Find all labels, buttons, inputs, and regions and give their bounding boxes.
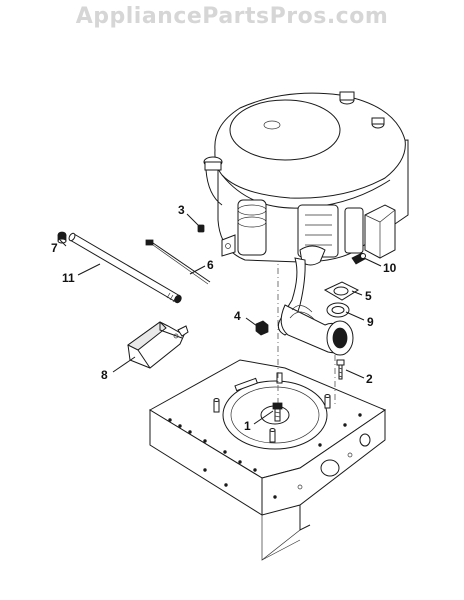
part-5-gasket (323, 281, 360, 301)
frame-studs (213, 372, 331, 443)
leader-lines (59, 213, 382, 425)
part-7-plug (57, 231, 67, 244)
callout-10[interactable]: 10 (383, 261, 397, 275)
muffler (277, 257, 354, 356)
callout-labels: 3 4 6 7 11 8 5 9 10 2 1 (51, 203, 397, 433)
callout-8[interactable]: 8 (101, 368, 108, 382)
callout-6[interactable]: 6 (207, 258, 214, 272)
watermark-logo: AppliancePartsPros.com (75, 4, 389, 29)
part-8-bracket (127, 321, 189, 369)
callout-3[interactable]: 3 (178, 203, 185, 217)
part-6-cable-tie (145, 239, 211, 285)
part-9-gasket (326, 302, 350, 318)
callout-7[interactable]: 7 (51, 241, 58, 255)
mower-frame (149, 359, 387, 561)
part-2-bolt (336, 359, 345, 380)
callout-5[interactable]: 5 (365, 289, 372, 303)
part-10-fitting (351, 252, 366, 265)
part-4-nut (255, 320, 269, 336)
callout-2[interactable]: 2 (366, 372, 373, 386)
part-11-rod (68, 232, 182, 304)
part-1-bolt (272, 402, 283, 422)
callout-4[interactable]: 4 (234, 309, 241, 323)
callout-9[interactable]: 9 (367, 315, 374, 329)
frame-rivets (168, 413, 362, 499)
callout-1[interactable]: 1 (244, 419, 251, 433)
engine-assembly (203, 91, 409, 266)
callout-11[interactable]: 11 (62, 271, 75, 285)
